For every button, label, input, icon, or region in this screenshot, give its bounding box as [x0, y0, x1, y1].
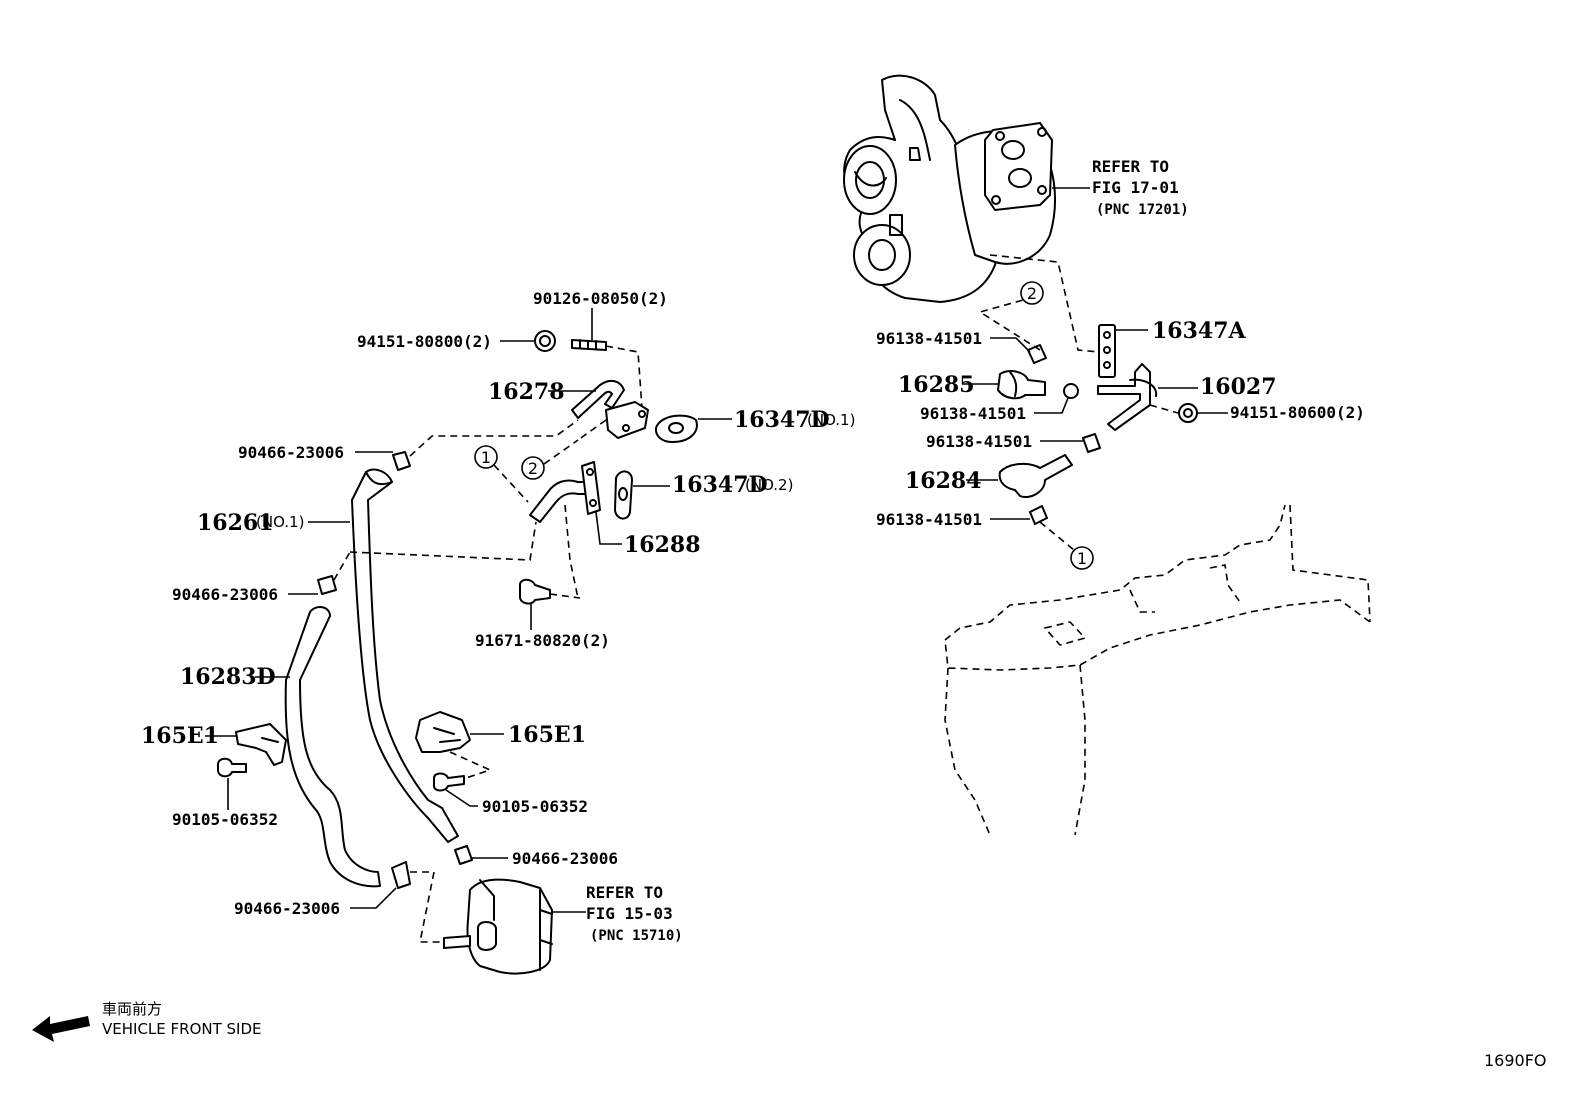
dash-16261-to-16288: [349, 521, 537, 561]
bracket-165e1-left: [235, 723, 287, 766]
label-16347d-no2: 16347D: [672, 472, 768, 498]
svg-text:1: 1: [481, 448, 491, 467]
dash-16278-down: [577, 419, 607, 441]
oil-ref-fig: FIG 15-03: [586, 904, 673, 923]
svg-text:2: 2: [1027, 284, 1037, 303]
label-96138-41501-b: 96138-41501: [920, 404, 1026, 423]
label-16285: 16285: [898, 372, 975, 398]
label-91671-80820: 91671-80820(2): [475, 631, 610, 650]
legend-japanese: 車両前方: [102, 1000, 162, 1018]
marker-2-right: 2: [1020, 281, 1044, 305]
dash-16288-to-bolt: [564, 504, 579, 599]
pipe-16288: [529, 461, 601, 523]
label-16347d-no1: 16347D: [734, 407, 830, 433]
bolt-91671-80820: [519, 578, 551, 605]
gasket-16347a: [1098, 324, 1116, 378]
pipe-16027: [1097, 363, 1158, 431]
engine-block-outline: [944, 504, 1371, 836]
hose-16285: [997, 370, 1046, 400]
label-90105-06352-left: 90105-06352: [172, 810, 278, 829]
hose-16284: [998, 454, 1073, 498]
gasket-16347d-no2: [614, 470, 633, 520]
clip-90466-a: [392, 451, 411, 471]
stud-90126-08050: [571, 339, 607, 351]
clip-90466-d: [391, 861, 411, 889]
turbo-ref-refer: REFER TO: [1092, 157, 1169, 176]
label-90466-23006-d: 90466-23006: [234, 899, 340, 918]
label-16347d-no2-suffix: (NO.2): [745, 476, 793, 494]
label-16283d: 16283D: [180, 664, 276, 690]
svg-text:2: 2: [528, 459, 538, 478]
leader-96138-b: [1034, 397, 1069, 414]
label-16288: 16288: [624, 532, 701, 558]
label-16261-suffix: (NO.1): [256, 513, 304, 531]
bolt-90105-right: [433, 772, 465, 792]
oil-ref-pnc: (PNC 15710): [590, 928, 683, 944]
marker-1-left: 1: [474, 445, 498, 469]
turbocharger-assembly: [843, 74, 1056, 303]
dash-marker1-left: [493, 464, 529, 503]
turbo-ref-pnc: (PNC 17201): [1096, 202, 1189, 218]
label-16284: 16284: [905, 468, 982, 494]
label-90466-23006-c: 90466-23006: [512, 849, 618, 868]
label-90126-08050: 90126-08050(2): [533, 289, 668, 308]
dash-clip-d-to-oilcooler: [410, 871, 460, 943]
marker-2-left: 2: [521, 456, 545, 480]
leader-16288: [595, 511, 622, 545]
turbo-ref-fig: FIG 17-01: [1092, 178, 1179, 197]
dash-16027-nut: [1149, 404, 1179, 414]
dash-marker2-right: [978, 296, 1041, 351]
clip-96138-b: [1063, 383, 1079, 399]
hose-16283d: [284, 606, 381, 888]
label-16278: 16278: [488, 379, 565, 405]
marker-1-right: 1: [1070, 546, 1094, 570]
label-16347a: 16347A: [1152, 318, 1247, 344]
nut-94151-80600: [1178, 403, 1198, 423]
label-16027: 16027: [1200, 374, 1277, 400]
nut-94151-80800: [534, 330, 556, 352]
dash-to-marker1-right: [1039, 521, 1081, 556]
label-96138-41501-c: 96138-41501: [926, 432, 1032, 451]
dash-clip-b: [333, 551, 351, 581]
gasket-16347d-no1: [654, 414, 698, 443]
leader-90466-d: [350, 887, 397, 909]
clip-90466-b: [317, 575, 337, 595]
clip-90466-c: [454, 845, 473, 865]
hose-16261-no1: [351, 468, 459, 843]
label-16347d-no1-suffix: (NO.1): [807, 411, 855, 429]
dash-clip-to-16278: [409, 419, 579, 457]
oil-ref-refer: REFER TO: [586, 883, 663, 902]
legend-english: VEHICLE FRONT SIDE: [102, 1020, 262, 1038]
label-90466-23006-b: 90466-23006: [172, 585, 278, 604]
label-165e1-left: 165E1: [141, 723, 219, 749]
label-96138-41501-a: 96138-41501: [876, 329, 982, 348]
label-90466-23006-a: 90466-23006: [238, 443, 344, 462]
figure-code: 1690FO: [1484, 1051, 1547, 1070]
oil-cooler-assembly: [443, 878, 553, 975]
dash-bolt: [549, 593, 581, 599]
label-165e1-right: 165E1: [508, 722, 586, 748]
label-94151-80600: 94151-80600(2): [1230, 403, 1365, 422]
bracket-165e1-right: [415, 711, 471, 753]
pipe-16278: [571, 379, 649, 439]
label-90105-06352-right: 90105-06352: [482, 797, 588, 816]
dash-marker2-left: [543, 439, 579, 465]
vehicle-front-arrow-icon: [32, 1016, 90, 1042]
dash-165e1-right: [449, 751, 493, 781]
dash-turbo-to-16347a: [989, 254, 1100, 353]
svg-text:1: 1: [1077, 549, 1087, 568]
label-94151-80800: 94151-80800(2): [357, 332, 492, 351]
label-96138-41501-d: 96138-41501: [876, 510, 982, 529]
bolt-90105-left: [217, 757, 247, 778]
leader-90105-right: [445, 789, 478, 807]
clip-96138-d: [1029, 505, 1048, 525]
clip-96138-c: [1082, 433, 1101, 453]
label-16261: 16261: [197, 510, 274, 536]
leader-96138-a: [990, 337, 1031, 353]
